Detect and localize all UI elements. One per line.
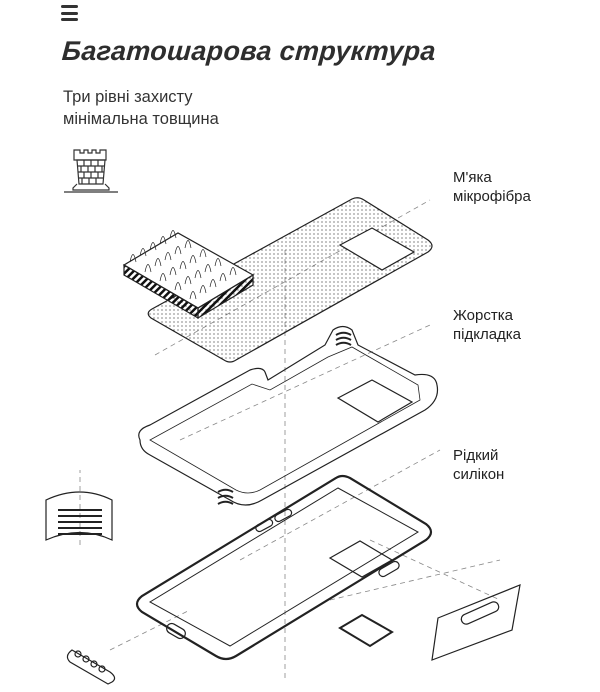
silicone-bumper-layer: [135, 474, 433, 661]
layer-label-line: силікон: [453, 466, 505, 483]
camera-protector-detail: [338, 613, 394, 648]
layer-label-line: М'яка: [453, 169, 492, 186]
hard-shell-layer: [138, 325, 439, 506]
microfiber-layer: [122, 197, 433, 363]
layer-label-silicone: Рідкий силікон: [453, 446, 504, 484]
layer-label-hard-shell: Жорстка підкладка: [453, 306, 521, 344]
side-button-detail: [431, 584, 521, 661]
layer-label-line: Жорстка: [453, 307, 513, 324]
layer-label-microfiber: М'яка мікрофібра: [453, 168, 531, 206]
hamburger-menu-icon[interactable]: [61, 5, 78, 21]
castle-tower-icon: [64, 149, 118, 193]
button-detail: [66, 649, 116, 685]
layer-label-line: мікрофібра: [453, 188, 531, 205]
side-texture-detail: [45, 491, 113, 541]
subtitle: Три рівні захисту мінімальна товщина: [63, 86, 219, 130]
subtitle-line-2: мінімальна товщина: [63, 110, 219, 128]
subtitle-line-1: Три рівні захисту: [63, 88, 193, 106]
layer-label-line: Рідкий: [453, 447, 499, 464]
layer-label-line: підкладка: [453, 326, 522, 343]
